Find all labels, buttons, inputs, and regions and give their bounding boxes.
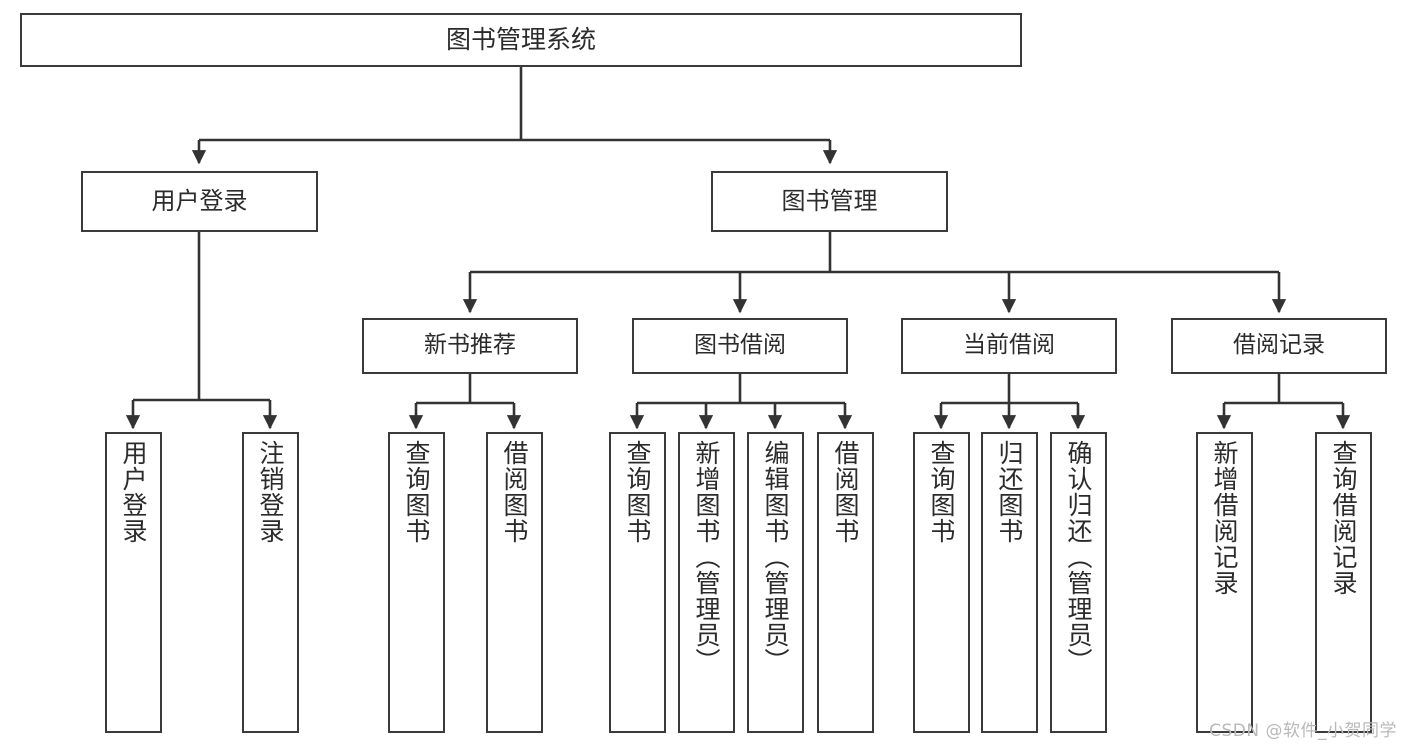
leaf-query-borrow-record[interactable]: 查询借阅记录 [1315,432,1372,733]
node-root-book-management-system[interactable]: 图书管理系统 [20,13,1022,67]
node-label: 当前借阅 [963,332,1055,359]
node-label: 借阅记录 [1233,332,1325,359]
node-current-borrow[interactable]: 当前借阅 [901,318,1117,374]
node-label: 用户登录 [119,440,148,544]
node-label: 新增借阅记录 [1210,440,1239,596]
node-label: 新书推荐 [424,332,516,359]
node-label: 借阅图书 [831,440,860,544]
node-label: 注销登录 [256,440,285,544]
leaf-return-book[interactable]: 归还图书 [981,432,1038,733]
leaf-logout[interactable]: 注销登录 [242,432,299,733]
leaf-borrow-book[interactable]: 借阅图书 [817,432,874,733]
leaf-borrow-book-recommendation[interactable]: 借阅图书 [486,432,543,733]
leaf-user-login[interactable]: 用户登录 [105,432,162,733]
leaf-query-book-borrow[interactable]: 查询图书 [609,432,666,733]
node-label: 用户登录 [151,187,248,216]
node-book-borrow[interactable]: 图书借阅 [632,318,848,374]
node-borrow-record[interactable]: 借阅记录 [1171,318,1387,374]
node-label: 图书管理 [781,187,878,216]
node-label: 查询借阅记录 [1329,440,1358,596]
leaf-query-book-recommendation[interactable]: 查询图书 [388,432,445,733]
node-label: 新增图书（管理员） [692,440,721,674]
node-label: 借阅图书 [500,440,529,544]
node-label: 查询图书 [927,440,956,544]
node-label: 编辑图书（管理员） [761,440,790,674]
node-user-login[interactable]: 用户登录 [81,171,318,232]
leaf-query-book-current[interactable]: 查询图书 [913,432,970,733]
leaf-confirm-return-admin[interactable]: 确认归还（管理员） [1050,432,1107,733]
node-label: 查询图书 [623,440,652,544]
node-book-management[interactable]: 图书管理 [711,171,948,232]
node-label: 图书借阅 [694,332,786,359]
leaf-add-book-admin[interactable]: 新增图书（管理员） [678,432,735,733]
leaf-add-borrow-record[interactable]: 新增借阅记录 [1196,432,1253,733]
csdn-watermark: CSDN @软件_小贺同学 [1209,721,1397,741]
leaf-edit-book-admin[interactable]: 编辑图书（管理员） [747,432,804,733]
node-new-book-recommendation[interactable]: 新书推荐 [362,318,578,374]
node-label: 查询图书 [402,440,431,544]
node-label: 确认归还（管理员） [1064,440,1093,674]
node-label: 归还图书 [995,440,1024,544]
node-label: 图书管理系统 [445,25,596,55]
